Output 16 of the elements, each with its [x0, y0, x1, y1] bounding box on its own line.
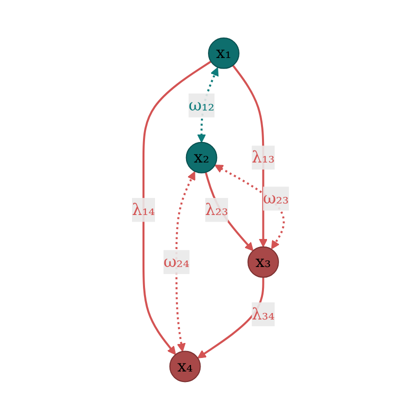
node-circle: x₁	[208, 38, 240, 70]
edge-label: ω₂₄	[163, 252, 189, 272]
node-circle: x₄	[168, 350, 200, 382]
node-circle: x₂	[185, 142, 217, 174]
edge-label: λ₃₄	[251, 304, 274, 324]
arrow	[232, 64, 268, 248]
edge-label: ω₁₂	[188, 96, 214, 115]
arrow	[142, 60, 212, 356]
edge-label: λ₁₃	[251, 148, 274, 167]
arrow	[196, 277, 264, 359]
edge-label: λ₂₃	[204, 200, 228, 219]
edge-label: λ₁₄	[132, 200, 155, 219]
arrow	[175, 171, 195, 352]
arrow	[204, 172, 254, 252]
edge-label: ω₂₃	[262, 188, 288, 208]
node-circle: x₃	[247, 246, 279, 278]
